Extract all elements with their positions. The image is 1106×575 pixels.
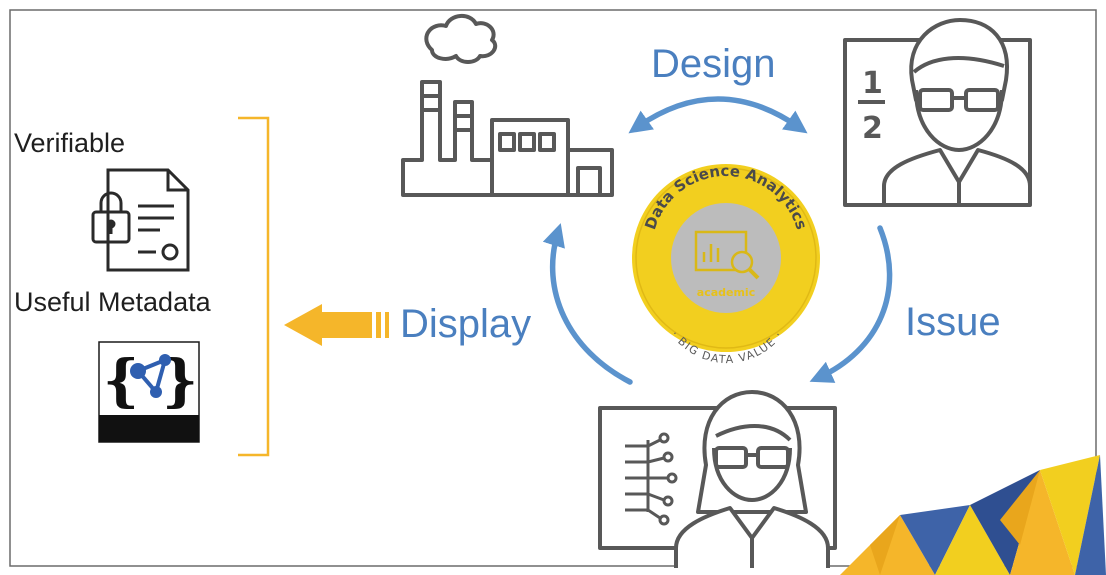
json-ld-icon: { } xyxy=(98,341,200,443)
issue-arrow xyxy=(809,225,893,383)
badge-middle-text: academic xyxy=(697,286,755,299)
svg-text:1: 1 xyxy=(862,66,883,101)
certificate-lock-icon xyxy=(91,168,190,272)
design-label: Design xyxy=(651,42,776,86)
orange-bracket xyxy=(238,116,270,457)
display-arrow xyxy=(542,223,633,385)
chart-magnifier-icon xyxy=(694,230,760,280)
svg-text:2: 2 xyxy=(862,111,883,146)
frame-border xyxy=(9,9,1097,567)
data-science-badge: Data Science Analytics · BIG DATA VALUE … xyxy=(632,162,820,366)
svg-text:{: { xyxy=(103,348,139,414)
student-icon xyxy=(598,390,837,568)
orange-arrow-icon xyxy=(284,304,389,346)
factory-icon xyxy=(401,14,614,197)
teacher-icon: 1 2 xyxy=(843,18,1032,207)
cycle-arrows xyxy=(542,96,893,385)
decorative-polygons xyxy=(840,455,1106,575)
issue-label: Issue xyxy=(905,300,1001,344)
useful-metadata-label: Useful Metadata xyxy=(14,287,211,317)
display-label: Display xyxy=(400,302,532,346)
verifiable-label: Verifiable xyxy=(14,128,126,158)
design-arrow xyxy=(628,96,808,134)
